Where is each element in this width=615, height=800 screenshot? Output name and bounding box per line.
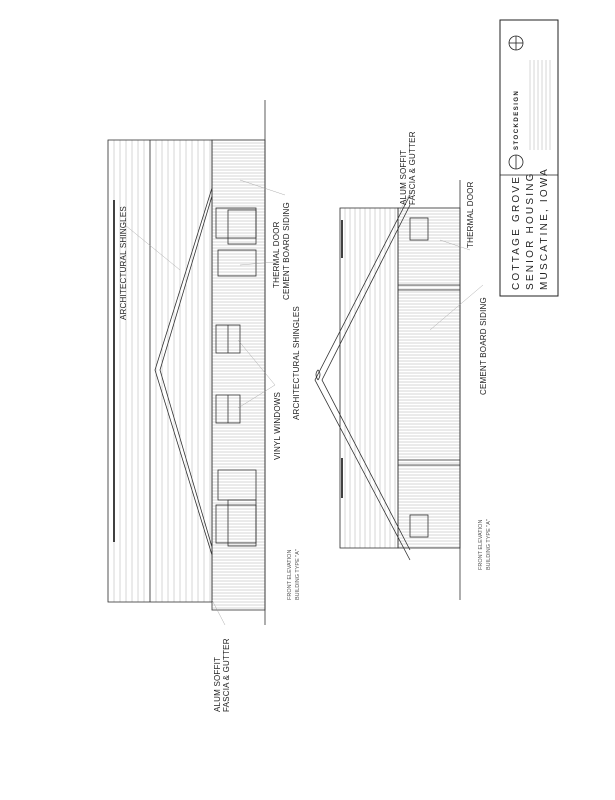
leader bbox=[237, 339, 276, 386]
gable-outline bbox=[154, 187, 213, 556]
label-thermal-door: THERMAL DOOR bbox=[272, 221, 281, 288]
upper-windows bbox=[215, 324, 241, 424]
lower-gable-trim bbox=[321, 204, 411, 551]
leader bbox=[439, 239, 471, 251]
label-cement-siding: CEMENT BOARD SIDING bbox=[282, 202, 291, 300]
firm-address-lines bbox=[529, 60, 551, 150]
gable-vent bbox=[315, 369, 321, 381]
project-line-1: COTTAGE GROVE bbox=[511, 175, 522, 290]
caption-lower-1: FRONT ELEVATION bbox=[478, 520, 484, 570]
label-vinyl-windows: VINYL WINDOWS bbox=[273, 392, 282, 460]
firm-name: STOCKDESIGN bbox=[514, 90, 520, 150]
upper-elevation: ARCHITECTURAL SHINGLES ALUM SOFFIT FASCI… bbox=[107, 100, 301, 712]
caption-lower-2: BUILDING TYPE "A" bbox=[486, 519, 492, 570]
label-lower-soffit-2: FASCIA & GUTTER bbox=[408, 131, 417, 205]
caption-upper-1: FRONT ELEVATION bbox=[287, 550, 293, 600]
leader bbox=[429, 284, 484, 331]
title-block-frame bbox=[499, 19, 559, 297]
label-soffit-1: ALUM SOFFIT bbox=[213, 657, 222, 712]
title-block: COTTAGE GROVE SENIOR HOUSING MUSCATINE, … bbox=[499, 19, 559, 297]
railing bbox=[227, 209, 257, 245]
leader bbox=[399, 189, 413, 211]
thermal-door bbox=[409, 217, 429, 241]
label-lower-soffit-1: ALUM SOFFIT bbox=[399, 150, 408, 205]
lower-roof-outline bbox=[339, 207, 399, 549]
gable-trim bbox=[159, 195, 213, 548]
lower-elevation: ALUM SOFFIT FASCIA & GUTTER THERMAL DOOR… bbox=[314, 131, 492, 600]
lower-gable-outline bbox=[314, 194, 411, 561]
window bbox=[215, 207, 257, 239]
lower-siding-hatch bbox=[398, 207, 460, 548]
upper-door-group-bottom bbox=[215, 469, 257, 547]
label-arch-shingles: ARCHITECTURAL SHINGLES bbox=[292, 306, 301, 420]
project-line-3: MUSCATINE, IOWA bbox=[539, 167, 550, 290]
leader bbox=[237, 384, 276, 409]
upper-door-group-top bbox=[215, 207, 257, 277]
leader bbox=[239, 179, 286, 196]
leader bbox=[211, 599, 226, 626]
label-soffit-2: FASCIA & GUTTER bbox=[222, 638, 231, 712]
label-lower-thermal-door: THERMAL DOOR bbox=[466, 181, 475, 248]
leader bbox=[124, 224, 181, 271]
label-arch-shingles-top: ARCHITECTURAL SHINGLES bbox=[119, 206, 128, 320]
thermal-door bbox=[217, 249, 257, 277]
lower-roof-hatch bbox=[339, 208, 396, 548]
project-line-2: SENIOR HOUSING bbox=[525, 171, 536, 290]
upper-wall-outline bbox=[211, 139, 266, 611]
leader bbox=[239, 261, 276, 266]
label-lower-cement-siding: CEMENT BOARD SIDING bbox=[479, 297, 488, 395]
caption-upper-2: BUILDING TYPE "A" bbox=[295, 549, 301, 600]
railing bbox=[227, 499, 257, 547]
upper-siding-hatch bbox=[212, 139, 265, 609]
thermal-door bbox=[409, 514, 429, 538]
